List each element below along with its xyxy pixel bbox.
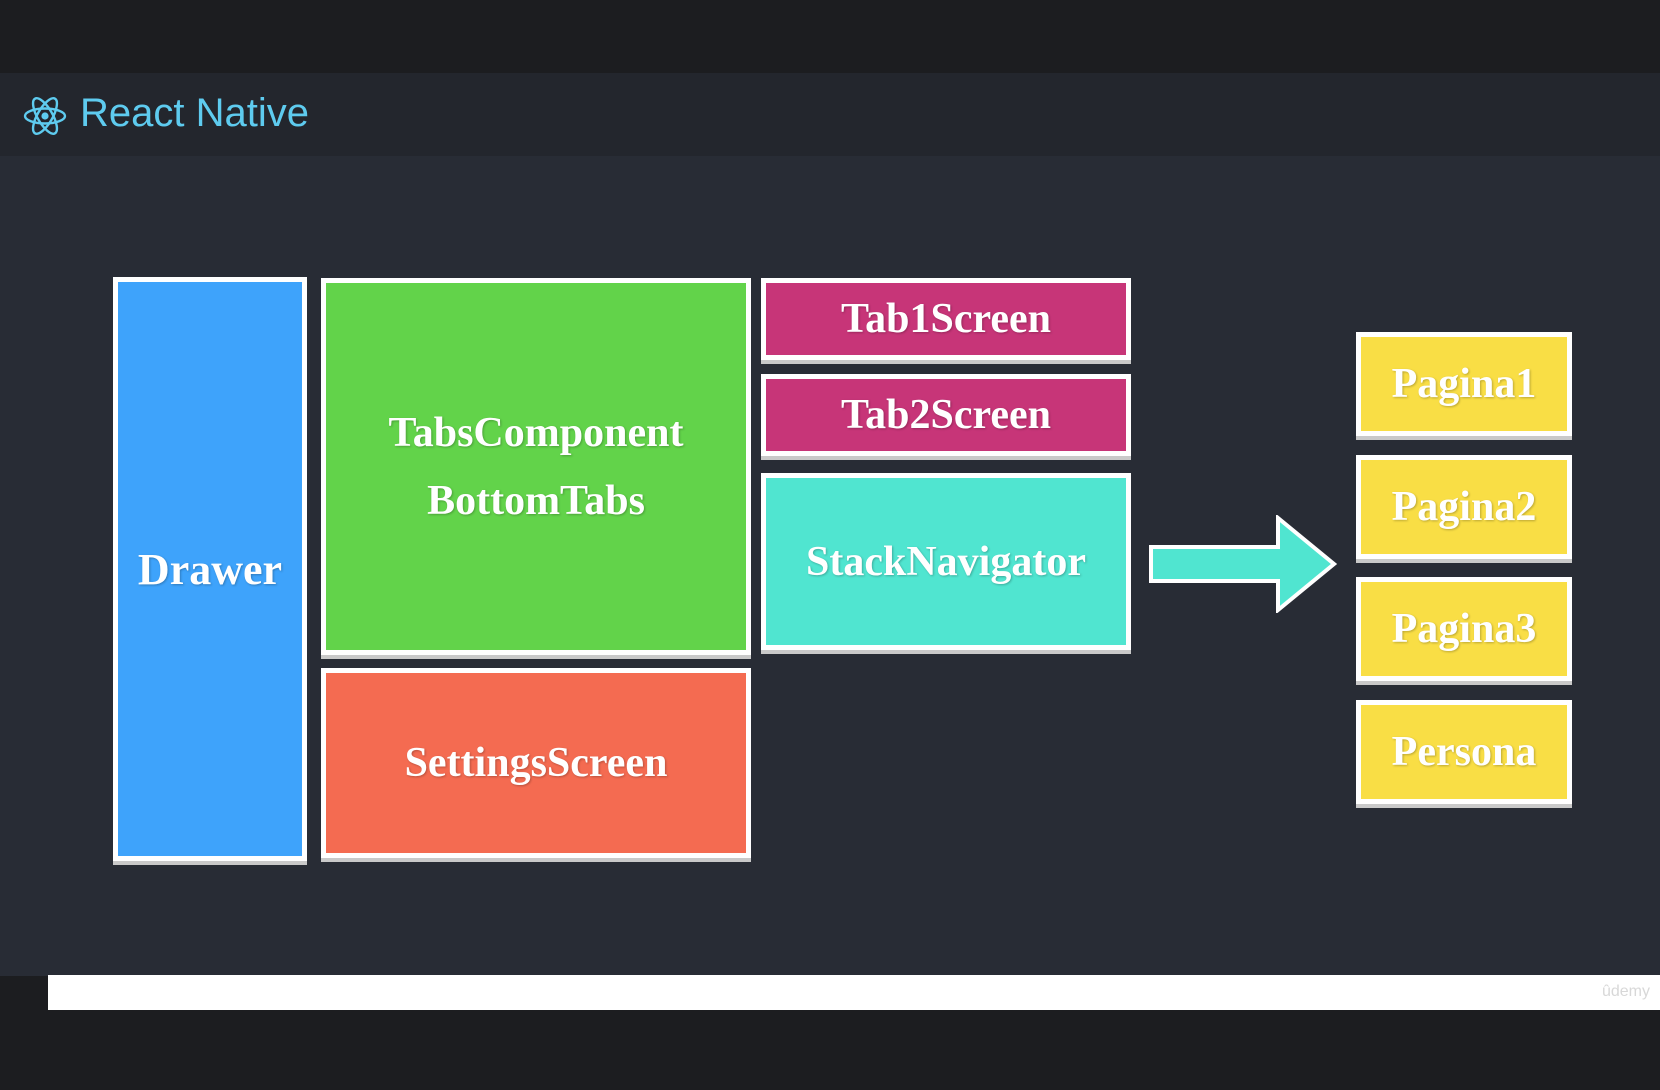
drawer-label: Drawer: [137, 544, 283, 594]
drawer-box: Drawer: [113, 277, 307, 861]
udemy-watermark: ûdemy: [1601, 983, 1650, 1000]
react-atom-icon: [23, 97, 67, 135]
pagina2-box: Pagina2: [1356, 455, 1572, 559]
bottom-white-strip: [48, 975, 1660, 1010]
bottom-black-bar: [0, 1010, 1660, 1090]
tabs-component-box: TabsComponent BottomTabs: [321, 278, 751, 655]
pagina1-label: Pagina1: [1391, 361, 1537, 407]
bottom-tabs-label: BottomTabs: [427, 477, 645, 524]
tabs-component-label: TabsComponent: [388, 409, 684, 456]
pagina3-label: Pagina3: [1391, 606, 1537, 652]
settings-screen-box: SettingsScreen: [321, 668, 751, 858]
right-arrow-icon: [1149, 515, 1338, 613]
pagina3-box: Pagina3: [1356, 577, 1572, 681]
tab2-screen-box: Tab2Screen: [761, 374, 1131, 456]
pagina2-label: Pagina2: [1391, 484, 1537, 530]
tab2-screen-label: Tab2Screen: [840, 392, 1052, 438]
pagina1-box: Pagina1: [1356, 332, 1572, 436]
top-black-bar: [0, 0, 1660, 73]
slide-header: [0, 73, 1660, 156]
persona-label: Persona: [1391, 729, 1537, 775]
stack-navigator-label: StackNavigator: [806, 538, 1086, 585]
tab1-screen-box: Tab1Screen: [761, 278, 1131, 360]
tab1-screen-label: Tab1Screen: [840, 296, 1052, 342]
brand-title: React Native: [80, 91, 309, 135]
stack-navigator-box: StackNavigator: [761, 473, 1131, 650]
settings-screen-label: SettingsScreen: [404, 740, 668, 786]
persona-box: Persona: [1356, 700, 1572, 804]
